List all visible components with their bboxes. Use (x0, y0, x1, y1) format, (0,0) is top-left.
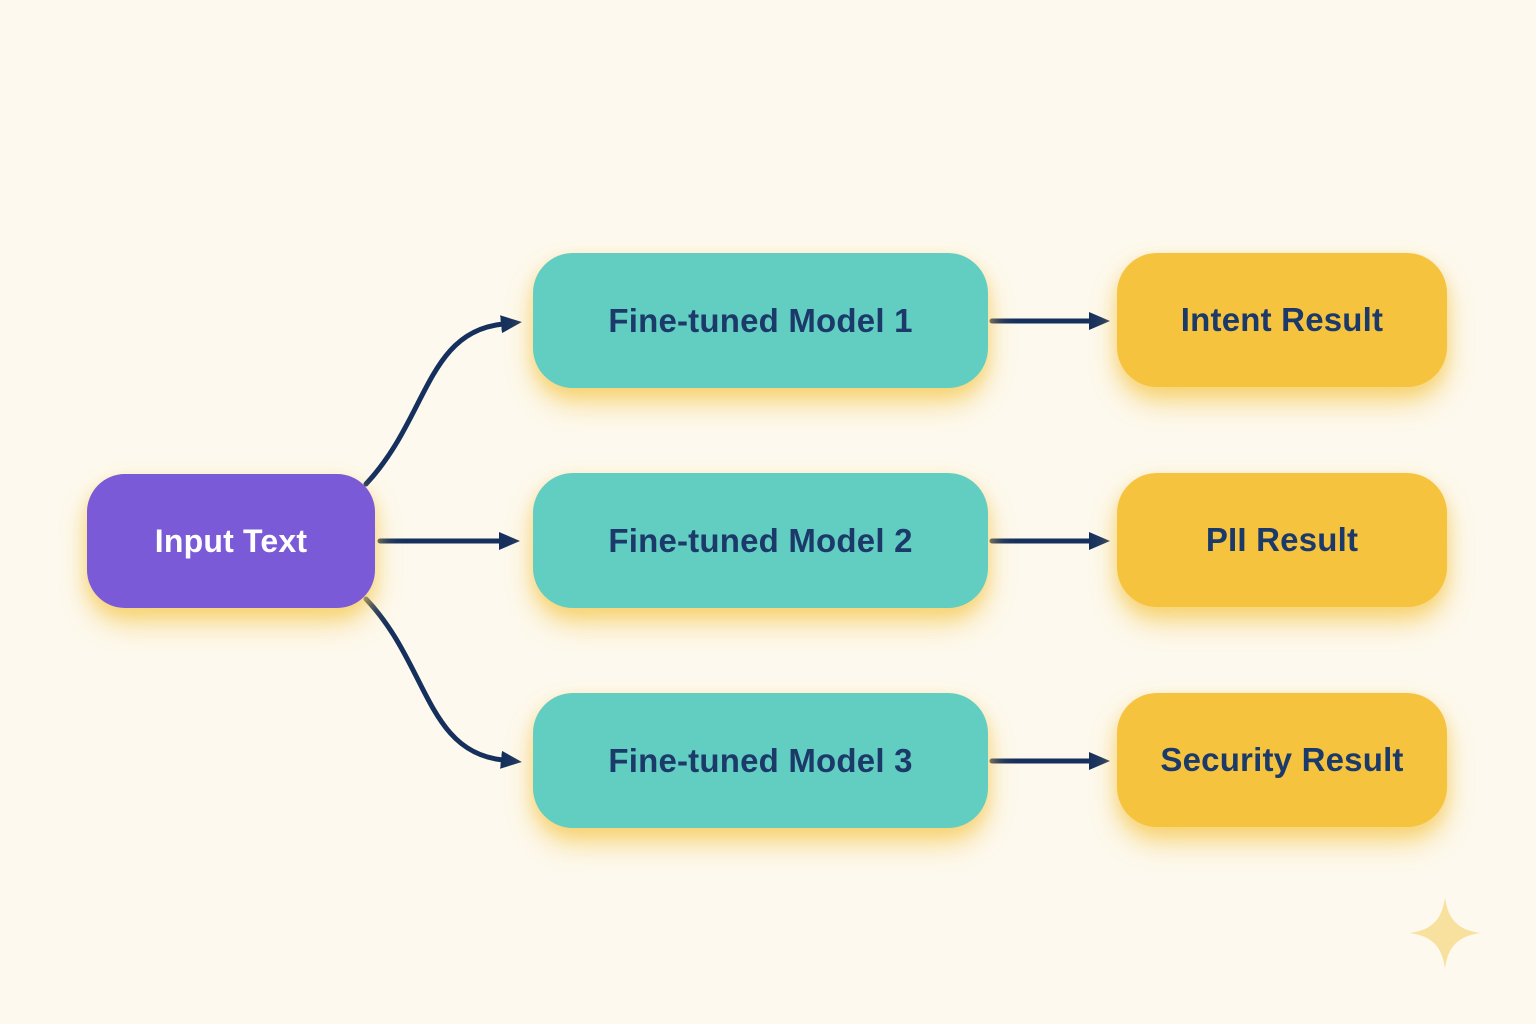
node-fine-tuned-model-1: Fine-tuned Model 1 (533, 253, 988, 388)
node-fine-tuned-model-2-label: Fine-tuned Model 2 (608, 521, 913, 559)
node-input-text: Input Text (87, 474, 375, 608)
node-fine-tuned-model-1-label: Fine-tuned Model 1 (608, 301, 913, 339)
node-input-text-label: Input Text (154, 522, 308, 559)
arrow-input-to-model-3 (363, 596, 522, 769)
node-fine-tuned-model-2: Fine-tuned Model 2 (533, 473, 988, 608)
node-intent-result-label: Intent Result (1180, 301, 1384, 338)
node-pii-result-label: PII Result (1205, 521, 1359, 558)
arrow-input-to-model-1 (363, 315, 522, 487)
node-fine-tuned-model-3: Fine-tuned Model 3 (533, 693, 988, 828)
node-security-result-label: Security Result (1160, 741, 1404, 778)
node-intent-result: Intent Result (1117, 253, 1447, 387)
node-pii-result: PII Result (1117, 473, 1447, 607)
node-fine-tuned-model-3-label: Fine-tuned Model 3 (608, 741, 913, 779)
node-security-result: Security Result (1117, 693, 1447, 827)
sparkle-icon (1409, 897, 1481, 969)
